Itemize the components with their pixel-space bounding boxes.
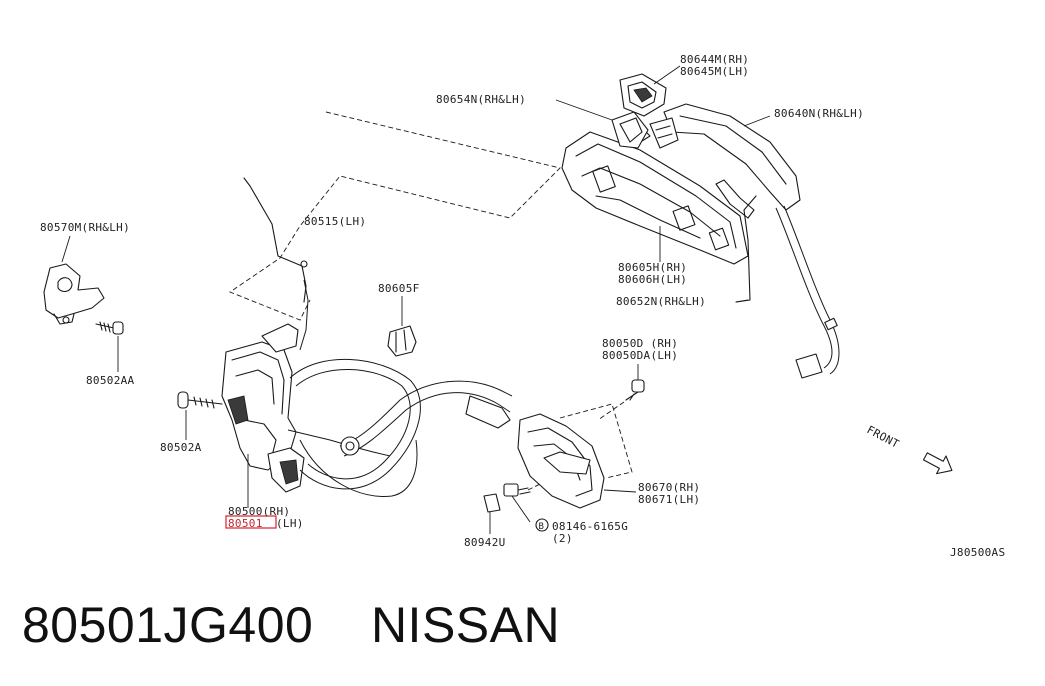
front-arrow	[922, 452, 953, 475]
label-08146: 08146-6165G	[552, 520, 628, 533]
label-80570m: 80570M(RH&LH)	[40, 221, 130, 234]
rod-80515	[243, 177, 307, 303]
label-80654n: 80654N(RH&LH)	[436, 93, 526, 106]
door-lock-actuator	[221, 323, 305, 493]
label-80501-side: (LH)	[276, 517, 304, 530]
handle-connector	[795, 353, 823, 379]
caption-part-number: 80501JG400	[22, 597, 314, 653]
rod-end-clip	[300, 260, 308, 268]
leader-80670	[603, 489, 637, 493]
label-80050da: 80050DA(LH)	[602, 349, 678, 362]
label-80501: 80501	[228, 517, 263, 530]
rod-routing-outline	[229, 111, 561, 321]
label-80515: 80515(LH)	[304, 215, 366, 228]
gasket-80654n	[611, 111, 649, 149]
label-80652n: 80652N(RH&LH)	[616, 295, 706, 308]
cable-outer-2	[295, 369, 411, 480]
cable-grommet	[340, 436, 360, 456]
leader-80654n	[555, 99, 613, 121]
bolt-08146-path	[527, 483, 541, 491]
escutcheon-80644m	[619, 73, 667, 117]
screw-80050d	[625, 379, 645, 401]
cable-outer-1	[289, 359, 421, 490]
outside-handle-80640n	[649, 103, 801, 211]
label-front: FRONT	[865, 423, 902, 451]
label-80606h: 80606H(LH)	[618, 273, 687, 286]
label-80050d: 80050D (RH)	[602, 337, 678, 350]
caption: 80501JG400 NISSAN	[22, 596, 560, 654]
label-80502aa: 80502AA	[86, 374, 135, 387]
leader-80640n	[743, 115, 771, 127]
bolt-symbol-circle	[535, 518, 549, 532]
screw-80502aa	[95, 321, 124, 335]
outside-handle-frame	[561, 125, 755, 265]
label-80670: 80670(RH)	[638, 481, 700, 494]
label-80500: 80500(RH)	[228, 505, 290, 518]
label-80605f: 80605F	[378, 282, 420, 295]
highlight-box-80501	[225, 515, 277, 529]
label-80645m: 80645M(LH)	[680, 65, 749, 78]
label-80605h: 80605H(RH)	[618, 261, 687, 274]
label-bolt-symbol: B	[539, 522, 545, 532]
label-80644m: 80644M(RH)	[680, 53, 749, 66]
cable-end-fitting	[465, 395, 511, 429]
handle-cable-2	[783, 205, 840, 375]
caption-brand: NISSAN	[370, 597, 561, 653]
handle-cable	[775, 207, 833, 369]
screw-80502a	[177, 391, 223, 409]
cable-to-handle-2	[343, 392, 511, 457]
label-80671: 80671(LH)	[638, 493, 700, 506]
label-80502a: 80502A	[160, 441, 202, 454]
clip-80605f	[387, 325, 417, 357]
leader-80644m	[653, 65, 681, 85]
leader-80570m	[61, 235, 71, 263]
label-diagram-code: J80500AS	[950, 546, 1005, 559]
leader-80652n	[735, 299, 749, 303]
rod-80515-lower	[299, 279, 309, 351]
cable-to-handle-3	[287, 429, 391, 457]
cable-to-handle-1	[339, 380, 513, 447]
cable-lower-loop	[299, 439, 418, 498]
label-80942u: 80942U	[464, 536, 506, 549]
inside-handle-80670	[517, 413, 605, 509]
label-80640n: 80640N(RH&LH)	[774, 107, 864, 120]
inside-handle-outline	[559, 403, 633, 479]
leader-08146	[511, 495, 531, 523]
bolt-08146	[503, 483, 531, 497]
screw-80050d-path	[597, 401, 625, 421]
bracket-80570m	[43, 263, 105, 325]
label-08146-qty: (2)	[552, 532, 573, 545]
clip-80942u	[483, 493, 501, 513]
parts-diagram: 80644M(RH) 80645M(LH) 80654N(RH&LH) 8064…	[40, 53, 1005, 559]
